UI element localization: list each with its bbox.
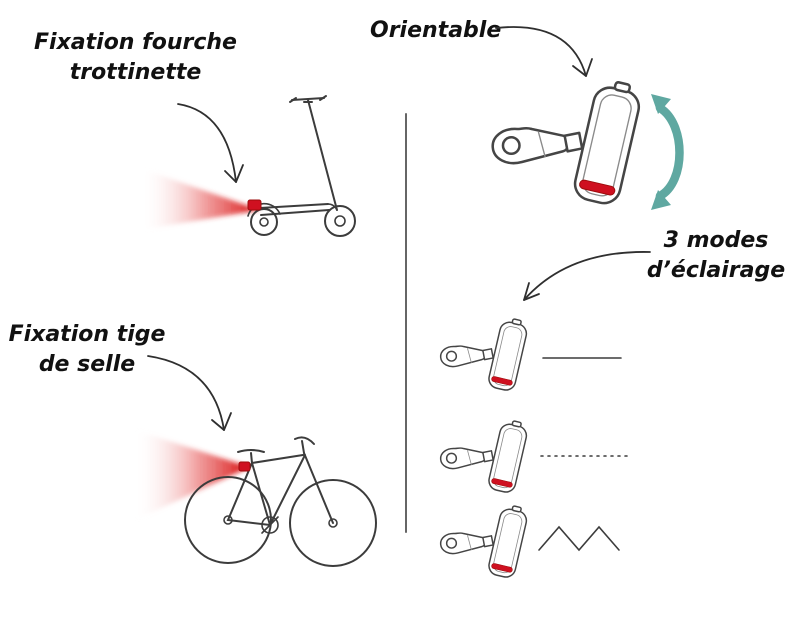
- bike-handlebar: [294, 436, 315, 454]
- mode-3-light: [436, 505, 536, 582]
- scooter-rear-wheel: [247, 202, 281, 236]
- label-scooter-mount: Fixation fourche trottinette: [28, 28, 243, 89]
- label-orientable-text: Orientable: [370, 18, 502, 43]
- label-scooter-mount-line1: Fixation fourche: [34, 30, 237, 55]
- scooter-rear-light: [247, 199, 262, 211]
- mode-line-solid: [542, 357, 622, 359]
- bike-frame: [226, 452, 334, 527]
- arrow-to-orientable-light: [495, 26, 593, 77]
- rear-light-orientable: [485, 80, 655, 212]
- mode-line-zigzag: [538, 525, 620, 552]
- mode-line-dotted: [540, 455, 630, 457]
- bike-front-wheel: [289, 479, 377, 567]
- section-divider: [405, 113, 407, 533]
- mode-2-light: [436, 420, 536, 497]
- label-light-modes-line2: d’éclairage: [646, 258, 786, 284]
- mode-1-light: [436, 318, 536, 395]
- label-light-modes-line1: 3 modes: [663, 228, 769, 253]
- scooter-front-wheel: [324, 205, 356, 237]
- label-scooter-mount-line2: trottinette: [69, 60, 202, 86]
- arrow-to-scooter: [177, 103, 244, 183]
- label-light-modes: 3 modes d’éclairage: [642, 226, 790, 287]
- label-seatpost-mount: Fixation tige de selle: [2, 320, 172, 381]
- bike-saddle: [237, 449, 265, 464]
- label-seatpost-mount-line2: de selle: [38, 352, 136, 378]
- scooter-stem: [307, 99, 338, 211]
- scooter-light-beam: [140, 168, 260, 230]
- scooter-deck: [259, 203, 338, 216]
- arrow-to-modes: [523, 251, 651, 301]
- bike-seatpost-light: [238, 461, 251, 472]
- label-orientable: Orientable: [370, 16, 540, 46]
- bike-illustration: [184, 436, 377, 567]
- label-seatpost-mount-line1: Fixation tige: [8, 322, 166, 347]
- scooter-illustration: [247, 95, 356, 237]
- arrow-to-bike: [147, 355, 232, 431]
- bike-crank: [261, 516, 279, 534]
- bike-light-beam: [135, 430, 250, 520]
- rotation-double-arrow: [651, 94, 684, 210]
